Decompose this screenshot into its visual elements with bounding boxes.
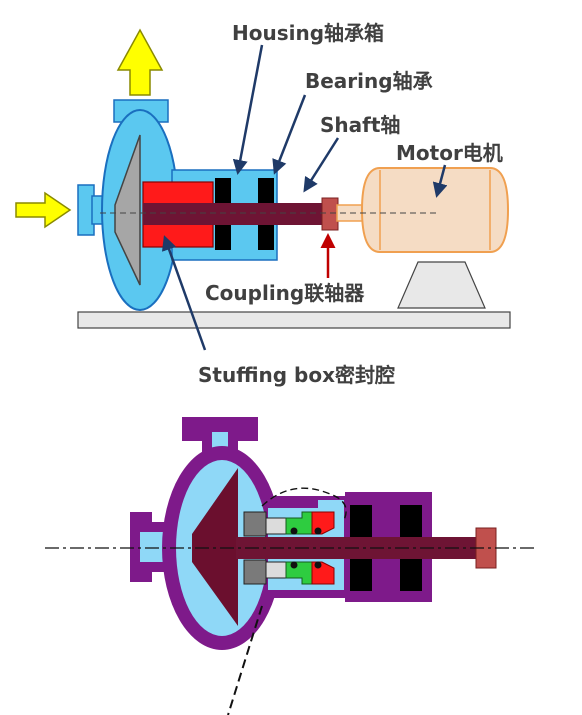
seal-detail-leader <box>227 605 263 715</box>
bearing-leader <box>272 94 307 175</box>
motor-stand <box>397 261 486 309</box>
label-stuffing-box: Stuffing box密封腔 <box>198 363 395 387</box>
bearing-upper-left <box>350 505 372 537</box>
shaft <box>143 203 328 225</box>
o-ring-lower-1 <box>290 561 298 569</box>
label-shaft: Shaft轴 <box>320 113 400 137</box>
bearing-lower-left <box>350 559 372 591</box>
coupling <box>321 197 339 231</box>
suction-arrow <box>15 191 72 229</box>
label-motor: Motor电机 <box>396 141 503 165</box>
housing-leader <box>232 44 264 175</box>
o-ring-lower-2 <box>314 561 322 569</box>
o-ring-upper-1 <box>290 527 298 535</box>
label-bearing: Bearing轴承 <box>305 69 433 93</box>
impeller <box>114 134 141 286</box>
motor-body <box>360 167 510 253</box>
label-housing: Housing轴承箱 <box>232 21 384 45</box>
label-coupling: Coupling联轴器 <box>205 281 365 305</box>
bearing-upper-right <box>400 505 422 537</box>
motor-leader <box>432 164 448 198</box>
mechanical-seal-section <box>45 417 538 715</box>
base-plate <box>77 311 511 329</box>
o-ring-upper-2 <box>314 527 322 535</box>
stationary-ring-lower <box>265 561 287 579</box>
gland-lower <box>243 559 267 585</box>
impeller-section <box>192 468 238 626</box>
discharge-arrow <box>116 28 164 96</box>
stuffing-box-leader <box>161 235 207 351</box>
gland-upper <box>243 511 267 537</box>
centrifugal-pump-overview: Housing轴承箱 Bearing轴承 Shaft轴 Motor电机 Coup… <box>15 21 511 387</box>
shaft-leader <box>303 137 340 193</box>
bearing-lower-right <box>400 559 422 591</box>
stationary-ring-upper <box>265 517 287 535</box>
